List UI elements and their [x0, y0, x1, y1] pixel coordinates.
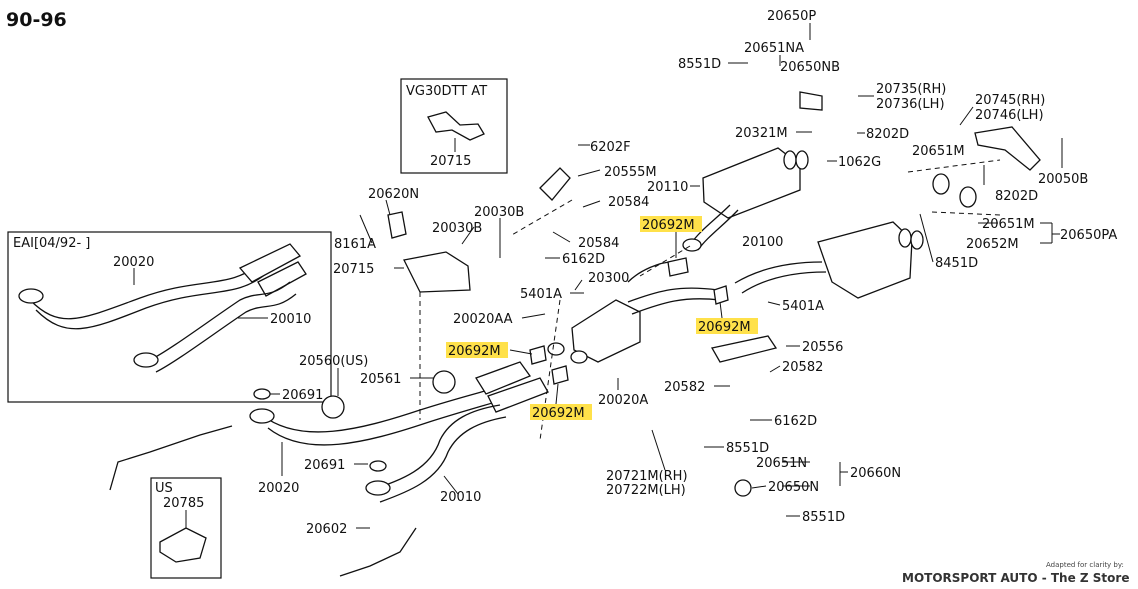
label-20745: 20745(RH) [975, 93, 1045, 108]
center-catalyst-drawing [571, 299, 641, 363]
inset-us-title: US [155, 481, 173, 496]
inset-vg30dtt-title: VG30DTT AT [406, 84, 487, 99]
label-20582-a: 20582 [782, 360, 823, 375]
label-20110: 20110 [647, 180, 688, 195]
label-20300: 20300 [588, 271, 629, 286]
label-20746: 20746(LH) [975, 108, 1044, 123]
label-1062G: 1062G [838, 155, 881, 170]
bracket-20715-drawing [427, 111, 485, 141]
label-20715: 20715 [333, 262, 374, 277]
leader-lines [270, 23, 1063, 529]
muffler-left-drawing [702, 147, 801, 219]
highlight-label-3: 20692M [448, 344, 501, 359]
highlight-bg-3 [446, 342, 508, 358]
eai-catalyst-lower [257, 261, 307, 297]
bracket-20715-main-drawing [403, 251, 471, 293]
label-8551D-top: 8551D [678, 57, 721, 72]
label-20560-us: 20560(US) [299, 354, 368, 369]
inset-eai-part-b: 20010 [270, 312, 311, 327]
label-20651M-top: 20651M [912, 144, 965, 159]
label-20584-a: 20584 [608, 195, 649, 210]
eai-front-pipe-drawing [29, 261, 263, 320]
label-20321M: 20321M [735, 126, 788, 141]
label-6162D-a: 6162D [562, 252, 605, 267]
highlighted-labels: 20692M 20692M 20692M 20692M [446, 216, 758, 421]
part-labels: 20650P 20651NA 8551D 20650NB 20735(RH) 2… [258, 9, 1117, 537]
inset-eai-part-a: 20020 [113, 255, 154, 270]
label-20030B-b: 20030B [432, 221, 482, 236]
label-20602: 20602 [306, 522, 347, 537]
muffler-right-drawing [817, 221, 913, 299]
label-20722M: 20722M(LH) [606, 483, 686, 498]
inset-vg30dtt-part: 20715 [430, 154, 471, 169]
label-20556: 20556 [802, 340, 843, 355]
label-20020A: 20020A [598, 393, 648, 408]
label-20650P: 20650P [767, 9, 816, 24]
label-20010: 20010 [440, 490, 481, 505]
inset-vg30dtt-frame [400, 78, 508, 174]
label-20100: 20100 [742, 235, 783, 250]
label-6202F: 6202F [590, 140, 631, 155]
highlight-label-2: 20692M [698, 320, 751, 335]
highlight-label-1: 20692M [642, 218, 695, 233]
label-6162D-b: 6162D [774, 414, 817, 429]
label-20660N: 20660N [850, 466, 901, 481]
highlight-bg-1 [640, 216, 702, 232]
eai-flange-left [18, 288, 44, 304]
label-20561: 20561 [360, 372, 401, 387]
label-20691-a: 20691 [282, 388, 323, 403]
credit-main-text: MOTORSPORT AUTO - The Z Store [902, 571, 1129, 585]
label-8551D-mid: 8551D [726, 441, 769, 456]
label-20735: 20735(RH) [876, 82, 946, 97]
part-drawings [109, 91, 1041, 577]
label-8551D-bot: 8551D [802, 510, 845, 525]
inset-eai-title: EAI[04/92- ] [13, 236, 90, 251]
inset-us-frame [150, 477, 222, 579]
label-20721M: 20721M(RH) [606, 469, 688, 484]
label-20020AA: 20020AA [453, 312, 513, 327]
highlight-label-4: 20692M [532, 406, 585, 421]
label-20555M: 20555M [604, 165, 657, 180]
label-20651M-b: 20651M [982, 217, 1035, 232]
front-catalyst-upper [475, 361, 532, 395]
label-20050B: 20050B [1038, 172, 1088, 187]
credit-small-text: Adapted for clarity by: [1046, 561, 1124, 569]
label-20584-b: 20584 [578, 236, 619, 251]
label-20650NB: 20650NB [780, 60, 840, 75]
label-20736: 20736(LH) [876, 97, 945, 112]
highlight-bg-4 [530, 404, 592, 420]
label-8451D: 8451D [935, 256, 978, 271]
label-5401A-a: 5401A [520, 287, 562, 302]
label-20030B-a: 20030B [474, 205, 524, 220]
heat-shield-20785-drawing [159, 527, 207, 563]
inset-us: US 20785 [150, 477, 222, 579]
label-20020: 20020 [258, 481, 299, 496]
label-20652M: 20652M [966, 237, 1019, 252]
label-8161A: 8161A [334, 237, 376, 252]
inset-us-part: 20785 [163, 496, 204, 511]
label-20582-b: 20582 [664, 380, 705, 395]
inset-eai-frame [7, 231, 332, 403]
highlight-bg-2 [696, 318, 758, 334]
year-range-heading: 90-96 [6, 9, 67, 31]
inset-vg30dtt: VG30DTT AT 20715 [400, 78, 508, 174]
label-20620N: 20620N [368, 187, 419, 202]
label-20651NA: 20651NA [744, 41, 804, 56]
label-8202D-b: 8202D [995, 189, 1038, 204]
label-20650N: 20650N [768, 480, 819, 495]
label-5401A-b: 5401A [782, 299, 824, 314]
label-20691-b: 20691 [304, 458, 345, 473]
label-8202D-a: 8202D [866, 127, 909, 142]
inset-eai: EAI[04/92- ] 20020 20010 [7, 231, 332, 403]
label-20651N: 20651N [756, 456, 807, 471]
eai-catalyst-upper [238, 243, 302, 283]
label-20650PA: 20650PA [1060, 228, 1117, 243]
eai-flange-lower [133, 352, 159, 368]
